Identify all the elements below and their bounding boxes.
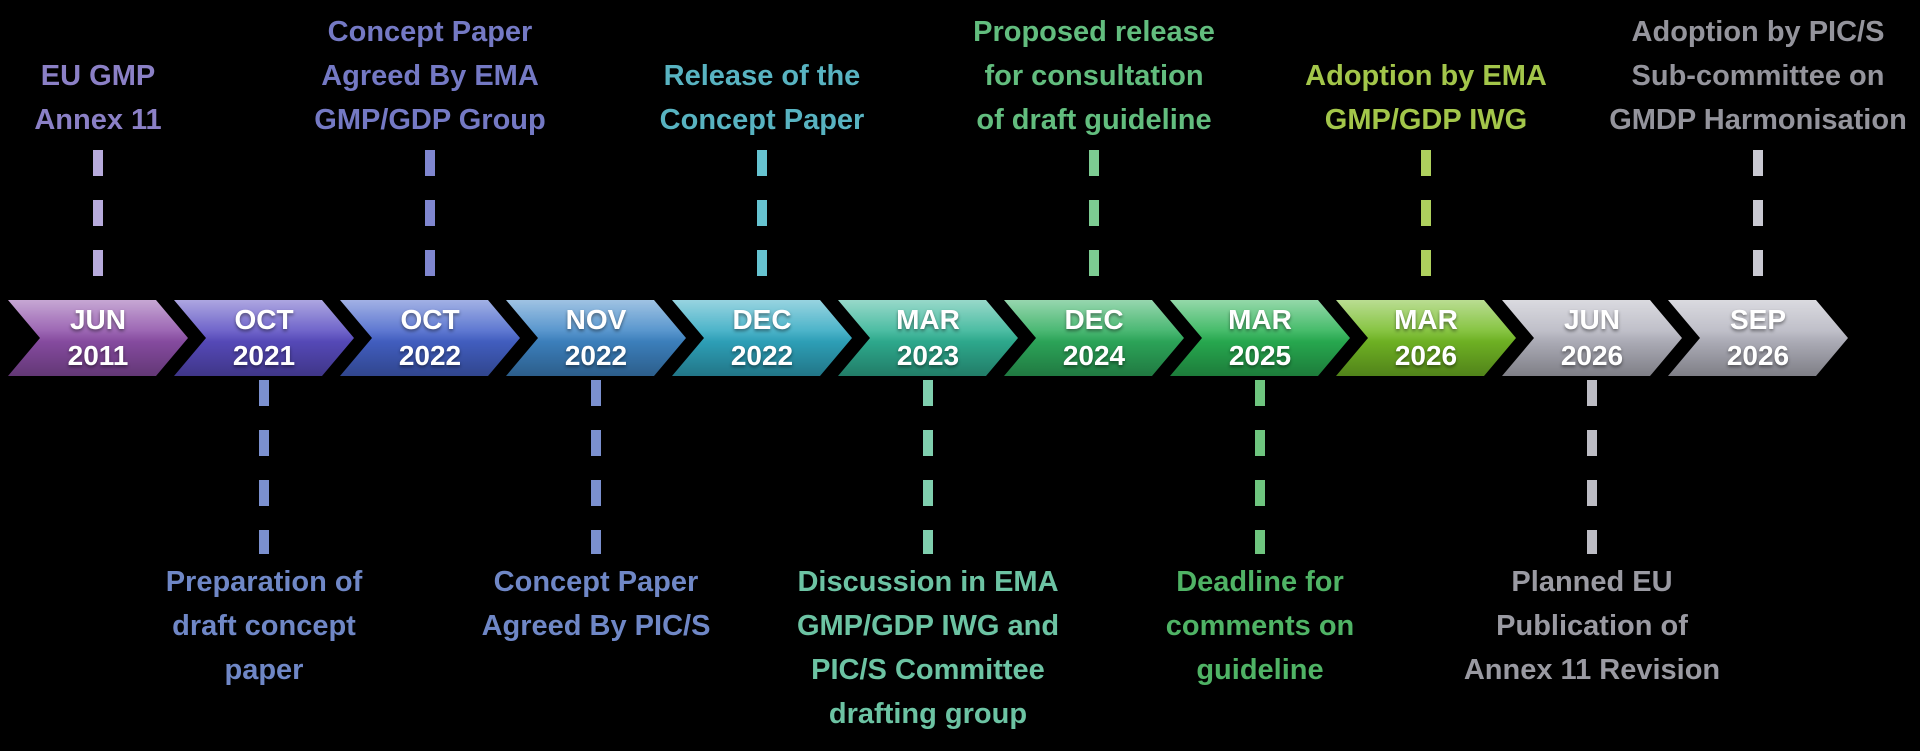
label-line: Concept Paper — [327, 16, 533, 48]
milestone-label-eu-gmp-annex11: EU GMP Annex 11 — [34, 54, 161, 142]
milestone-label-proposed-release-consultation: Proposed release for consultation of dra… — [973, 10, 1215, 142]
label-line: Discussion in EMA — [797, 566, 1059, 598]
label-line: GMP/GDP IWG — [1324, 104, 1528, 136]
dashed-connector-line — [1255, 380, 1265, 554]
milestone-label-deadline-comments: Deadline for comments on guideline — [1166, 560, 1355, 692]
chevron-year: 2026 — [1560, 340, 1624, 371]
chevron-month: NOV — [565, 304, 627, 335]
chevron-year: 2011 — [67, 340, 129, 371]
chevron-sep-2026: SEP 2026 — [1668, 300, 1848, 376]
dashed-connector-line — [591, 380, 601, 554]
chevron-oct-2021: OCT 2021 — [174, 300, 354, 376]
label-line: comments on — [1165, 610, 1355, 642]
label-line: guideline — [1196, 654, 1324, 686]
dashed-connector-line — [425, 150, 435, 296]
chevron-oct-2022: OCT 2022 — [340, 300, 520, 376]
dashed-connector-line — [1587, 380, 1597, 554]
label-line: Release of the — [663, 60, 861, 92]
chevron-month: OCT — [234, 304, 294, 335]
label-line: drafting group — [828, 698, 1028, 730]
label-line: draft concept — [172, 610, 356, 642]
label-line: Annex 11 Revision — [1463, 654, 1721, 686]
chevron-year: 2026 — [1394, 340, 1458, 371]
chevron-month: SEP — [1729, 304, 1787, 335]
label-line: Adoption by PIC/S — [1631, 16, 1885, 48]
label-line: Agreed By PIC/S — [481, 610, 711, 642]
chevron-mar-2023: MAR 2023 — [838, 300, 1018, 376]
chevron-mar-2026: MAR 2026 — [1336, 300, 1516, 376]
chevron-jun-2011: JUN 2011 — [8, 300, 188, 376]
chevron-dec-2022: DEC 2022 — [672, 300, 852, 376]
label-line: Planned EU — [1511, 566, 1673, 598]
chevron-month: MAR — [1228, 304, 1292, 335]
dashed-connector-line — [923, 380, 933, 554]
label-line: EU GMP — [40, 60, 156, 92]
label-line: paper — [224, 654, 304, 686]
chevron-month: JUN — [1563, 304, 1620, 335]
dashed-connector-line — [259, 380, 269, 554]
milestone-label-concept-paper-agreed-pics: Concept Paper Agreed By PIC/S — [482, 560, 711, 648]
chevron-month: MAR — [1394, 304, 1458, 335]
label-line: of draft guideline — [976, 104, 1212, 136]
timeline-chevron-bar: JUN 2011 OCT 2021 OCT 2022 NOV 2022 DEC … — [8, 300, 1848, 376]
label-line: Concept Paper — [493, 566, 699, 598]
label-line: Agreed By EMA — [321, 60, 539, 92]
chevron-year: 2025 — [1228, 340, 1292, 371]
milestone-label-discussion-drafting-group: Discussion in EMA GMP/GDP IWG and PIC/S … — [797, 560, 1059, 736]
label-line: Annex 11 — [34, 104, 162, 136]
chevron-month: JUN — [69, 304, 126, 335]
chevron-year: 2022 — [398, 340, 462, 371]
dashed-connector-line — [93, 150, 103, 296]
label-line: GMP/GDP IWG and — [796, 610, 1060, 642]
dashed-connector-line — [1421, 150, 1431, 296]
chevron-year: 2022 — [730, 340, 794, 371]
chevron-dec-2024: DEC 2024 — [1004, 300, 1184, 376]
milestone-label-preparation-draft-concept: Preparation of draft concept paper — [166, 560, 363, 692]
chevron-year: 2021 — [232, 340, 296, 371]
label-line: Concept Paper — [659, 104, 865, 136]
chevron-month: OCT — [400, 304, 460, 335]
chevron-year: 2022 — [564, 340, 628, 371]
milestone-label-adoption-ema-iwg: Adoption by EMA GMP/GDP IWG — [1305, 54, 1547, 142]
chevron-year: 2024 — [1062, 340, 1126, 371]
label-line: Adoption by EMA — [1305, 60, 1547, 92]
milestone-label-adoption-pics-subcommittee: Adoption by PIC/S Sub-committee on GMDP … — [1609, 10, 1907, 142]
dashed-connector-line — [1753, 150, 1763, 296]
label-line: GMP/GDP Group — [314, 104, 546, 136]
label-line: PIC/S Committee — [811, 654, 1045, 686]
chevron-jun-2026: JUN 2026 — [1502, 300, 1682, 376]
chevron-month: DEC — [1064, 304, 1124, 335]
milestone-label-release-concept-paper: Release of the Concept Paper — [660, 54, 865, 142]
label-line: Proposed release — [973, 16, 1215, 48]
label-line: Preparation of — [165, 566, 363, 598]
milestone-label-planned-eu-publication: Planned EU Publication of Annex 11 Revis… — [1464, 560, 1720, 692]
chevron-month: DEC — [732, 304, 792, 335]
chevron-nov-2022: NOV 2022 — [506, 300, 686, 376]
chevron-year: 2026 — [1726, 340, 1790, 371]
chevron-month: MAR — [896, 304, 960, 335]
dashed-connector-line — [757, 150, 767, 296]
dashed-connector-line — [1089, 150, 1099, 296]
label-line: Publication of — [1496, 610, 1688, 642]
label-line: Sub-committee on — [1631, 60, 1885, 92]
label-line: GMDP Harmonisation — [1609, 104, 1907, 136]
chevron-year: 2023 — [896, 340, 960, 371]
label-line: for consultation — [984, 60, 1204, 92]
milestone-label-concept-paper-agreed-ema: Concept Paper Agreed By EMA GMP/GDP Grou… — [314, 10, 545, 142]
label-line: Deadline for — [1176, 566, 1344, 598]
chevron-mar-2025: MAR 2025 — [1170, 300, 1350, 376]
